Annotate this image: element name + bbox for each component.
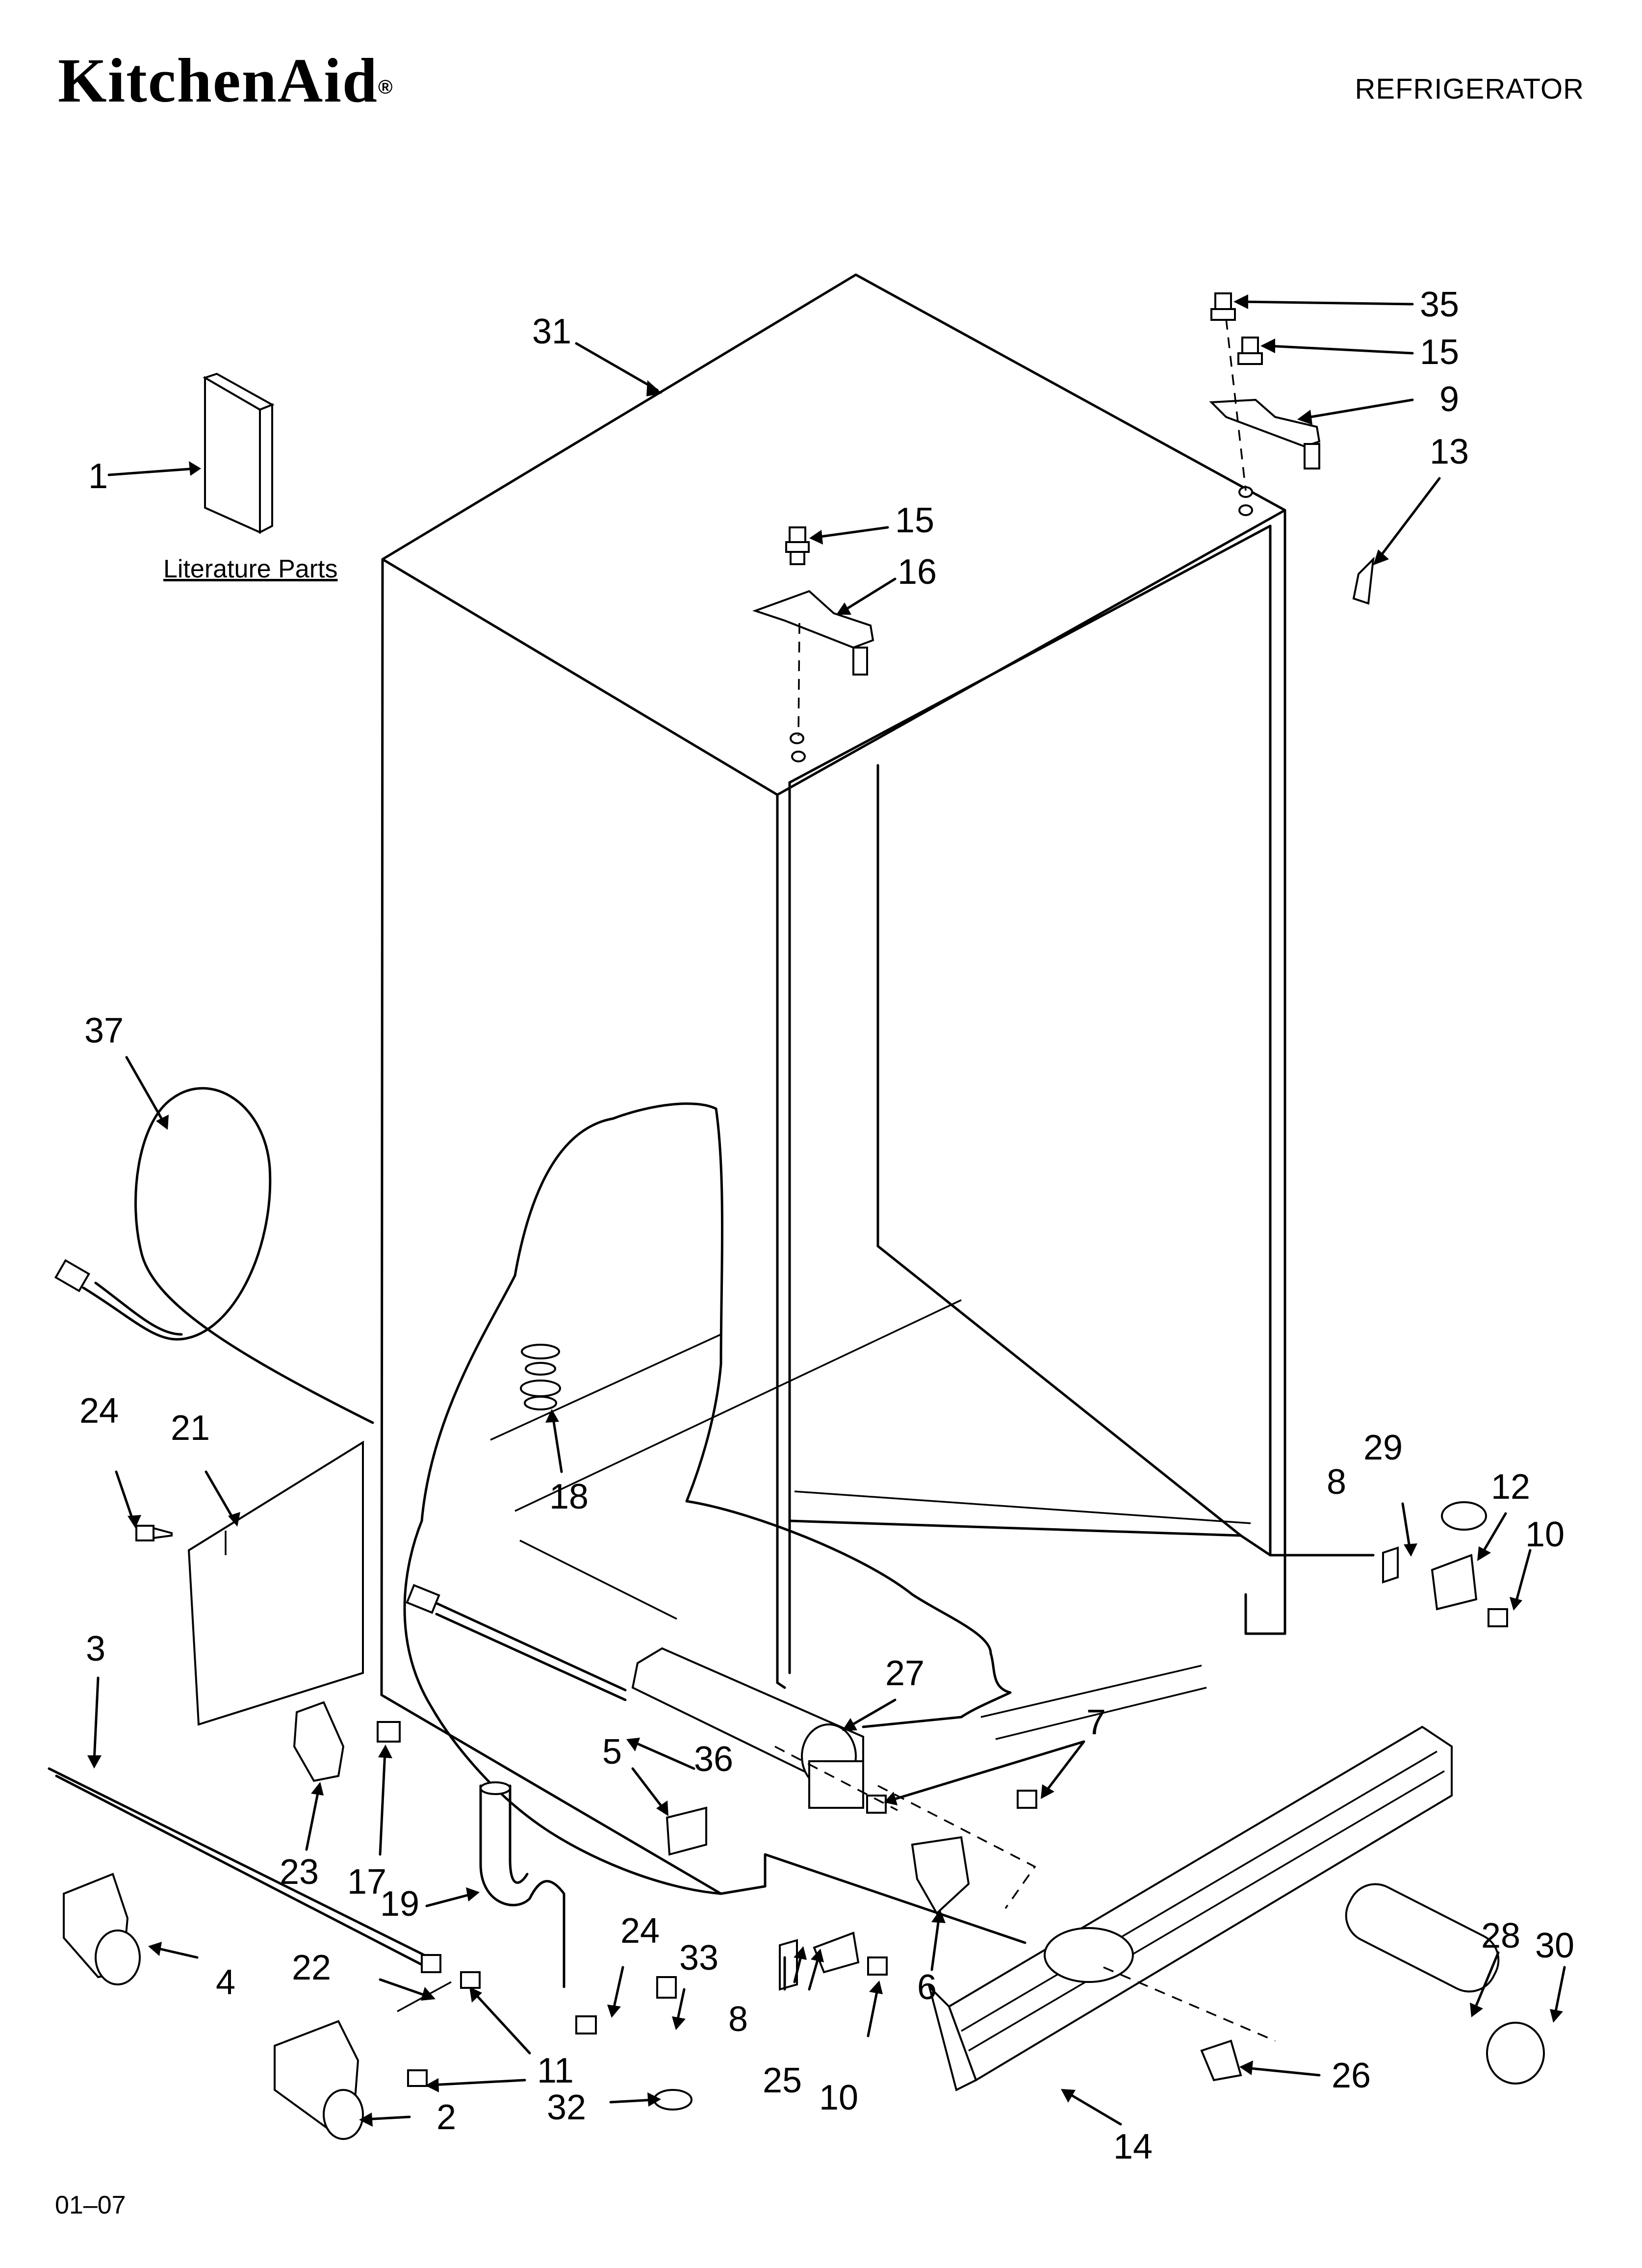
access-panel [135,1440,364,1726]
registered-mark: ® [378,76,394,98]
front-roller [274,1971,481,2140]
rear-roller [63,1873,141,1985]
callout-30: 30 [1535,1926,1574,1965]
callout-32: 32 [547,2088,586,2127]
drain-trough [631,1647,864,1809]
upper-hinge-center [752,526,874,762]
callout-3: 3 [86,1629,105,1668]
callout-33: 33 [679,1938,718,1978]
callout-24: 24 [79,1391,119,1431]
callout-labels: 1 31 35 15 9 13 15 16 37 24 21 18 29 8 1… [79,285,1574,2166]
callout-8: 8 [1327,1462,1346,1502]
callout-2: 2 [436,2098,456,2137]
callout-19: 19 [380,1884,419,1924]
callout-15: 15 [1420,333,1459,372]
callout-18: 18 [549,1477,589,1516]
cabinet-shell [380,273,1375,1944]
literature-book [203,372,275,534]
callout-26: 26 [1332,2056,1371,2095]
callout-21: 21 [171,1408,210,1448]
callout-5: 5 [602,1732,622,1772]
brand-logo: KitchenAid® [58,49,393,112]
callout-12: 12 [1491,1467,1530,1507]
callout-16: 16 [898,552,937,592]
water-filter [1200,1883,1545,2085]
callout-23: 23 [280,1852,319,1892]
callout-11: 11 [537,2051,574,2090]
callout-37: 37 [84,1011,124,1050]
upper-hinge-right [1209,292,1375,605]
cutaway-region [403,1102,1012,1895]
callout-9: 9 [1439,380,1459,419]
drain-hose [479,1781,565,1988]
callout-35: 35 [1420,285,1459,324]
callout-36: 36 [694,1740,733,1779]
callout-10b: 10 [819,2078,858,2117]
callout-22: 22 [292,1948,331,1987]
callout-15b: 15 [895,501,934,540]
product-title: REFRIGERATOR [1355,73,1584,105]
callout-28: 28 [1481,1916,1520,1955]
callout-6: 6 [917,1968,937,2007]
revision-code: 01–07 [55,2191,126,2219]
callout-24b: 24 [620,1911,660,1951]
literature-parts-label: Literature Parts [163,555,338,583]
callout-25: 25 [763,2061,802,2100]
leveling-brace [48,1767,441,1973]
callout-31: 31 [532,312,571,351]
callout-8b: 8 [728,2000,748,2039]
callout-10: 10 [1525,1515,1565,1554]
callout-13: 13 [1430,432,1469,471]
power-cord [54,1087,374,1424]
brand-name: KitchenAid [58,46,378,115]
drain-cup [520,1344,561,1410]
base-grille [927,1725,1453,2091]
callout-arrows [87,294,1566,2127]
callout-17: 17 [347,1862,386,1902]
water-tube [406,1584,627,1701]
callout-1: 1 [88,457,108,496]
callout-29: 29 [1363,1428,1403,1467]
callout-27: 27 [885,1654,924,1693]
callout-7: 7 [1086,1703,1106,1742]
small-brackets [293,1501,1508,2111]
callout-4: 4 [216,1963,235,2002]
callout-14: 14 [1113,2127,1153,2166]
